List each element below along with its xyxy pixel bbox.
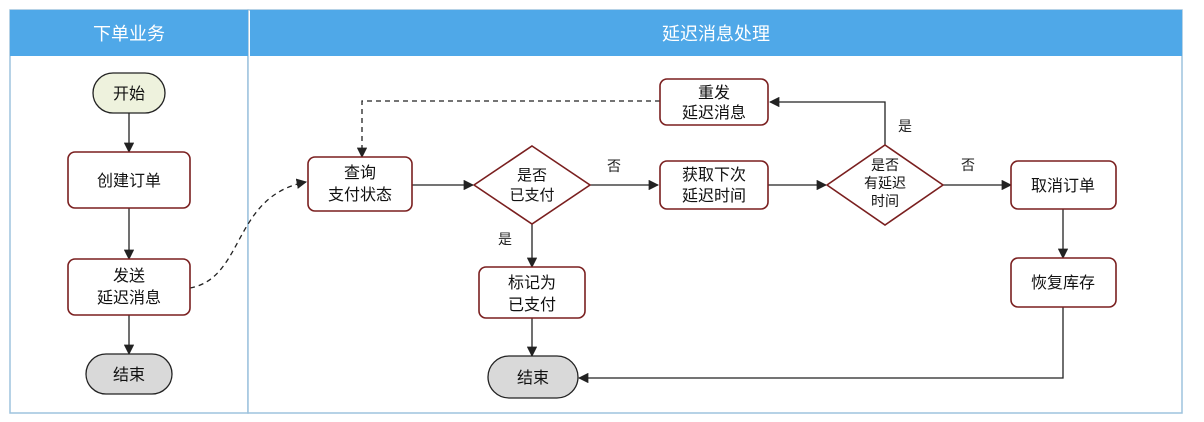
node-has-delay-line2: 有延迟 — [864, 176, 906, 192]
node-start-label: 开始 — [113, 84, 145, 103]
node-resend-line1: 重发 — [698, 83, 730, 102]
edge-resend-query — [356, 100, 660, 159]
node-get-next-line1: 获取下次 — [682, 165, 746, 184]
edge-label-delay-no: 否 — [961, 158, 975, 174]
node-restore — [1010, 257, 1117, 308]
node-mark-paid-line2: 已支付 — [508, 295, 556, 314]
lane-order-header — [10, 10, 248, 56]
node-query-pay — [307, 156, 413, 212]
lane-delay-header — [250, 10, 1182, 56]
node-mark-paid-line1: 标记为 — [508, 273, 556, 292]
node-query-pay-line2: 支付状态 — [328, 185, 392, 204]
node-create-order-label: 创建订单 — [97, 171, 161, 190]
node-mark-paid — [478, 266, 586, 319]
node-get-next — [659, 160, 769, 210]
node-send-delay — [67, 258, 191, 316]
edge-label-paid-no: 否 — [607, 159, 621, 175]
edge-hasdelay-resend — [768, 96, 886, 145]
node-has-delay-line3: 时间 — [871, 194, 899, 210]
edge-restore-end — [577, 307, 1064, 384]
node-is-paid — [472, 145, 592, 225]
node-has-delay-line1: 是否 — [871, 158, 899, 174]
edge-label-paid-yes: 是 — [498, 232, 512, 248]
node-resend — [659, 78, 769, 126]
node-get-next-line2: 延迟时间 — [682, 186, 746, 205]
node-query-pay-line1: 查询 — [344, 163, 376, 182]
node-create-order — [67, 151, 191, 209]
node-cancel-label: 取消订单 — [1031, 176, 1095, 195]
node-is-paid-line1: 是否 — [517, 166, 547, 184]
edge-send-query — [189, 178, 308, 289]
node-end-left — [85, 353, 173, 395]
node-send-delay-line2: 延迟消息 — [97, 288, 161, 307]
node-end-center-label: 结束 — [517, 368, 549, 387]
node-send-delay-line1: 发送 — [113, 266, 145, 285]
edge-label-delay-yes: 是 — [898, 119, 912, 135]
node-end-center — [487, 355, 579, 399]
node-is-paid-line2: 已支付 — [509, 186, 554, 204]
node-resend-line2: 延迟消息 — [682, 103, 746, 122]
node-start — [92, 72, 166, 114]
node-restore-label: 恢复库存 — [1031, 273, 1095, 292]
node-cancel — [1010, 160, 1117, 210]
node-end-left-label: 结束 — [113, 365, 145, 384]
lane-order-title: 下单业务 — [93, 24, 165, 45]
node-has-delay — [825, 144, 945, 226]
lane-delay-title: 延迟消息处理 — [662, 24, 770, 45]
